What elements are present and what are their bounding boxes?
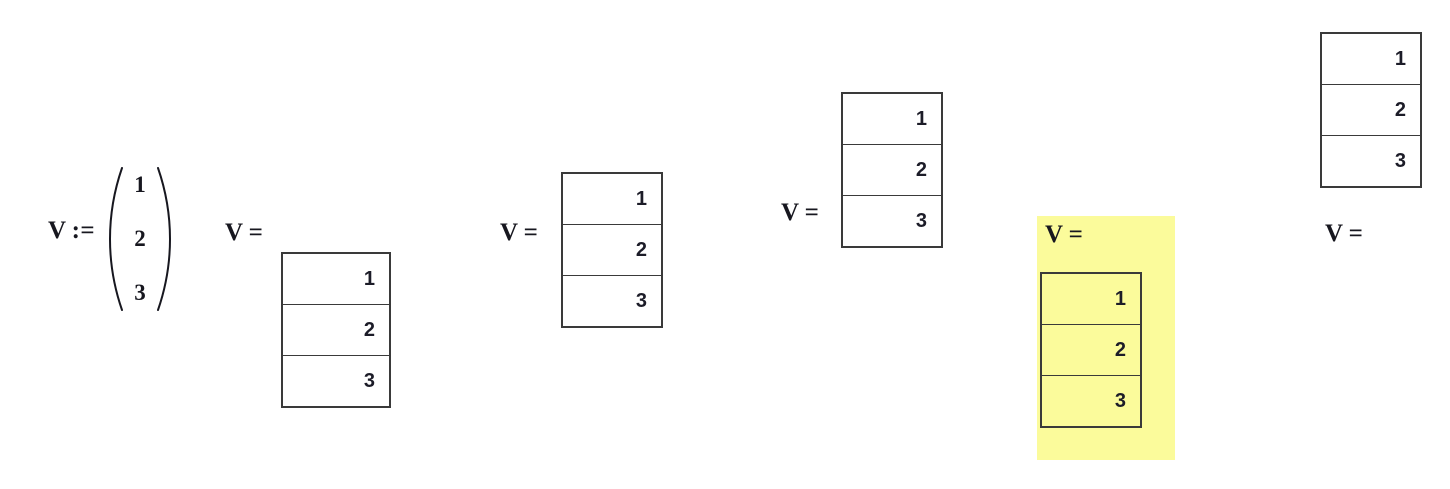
matrix-cell[interactable]: 3 <box>281 355 391 408</box>
table-row[interactable]: 2 <box>1040 324 1142 376</box>
matrix-cell[interactable]: 1 <box>1320 32 1422 85</box>
result-matrix-1[interactable]: 1 2 3 <box>281 252 391 408</box>
matrix-cell[interactable]: 1 <box>281 252 391 305</box>
table-row[interactable]: 1 <box>561 172 663 225</box>
equals-operator: = <box>804 199 820 226</box>
equals-operator: = <box>1348 220 1364 247</box>
matrix-cell[interactable]: 3 <box>561 275 663 328</box>
matrix-cell[interactable]: 3 <box>1320 135 1422 188</box>
table-row[interactable]: 2 <box>561 224 663 276</box>
variable-name: V <box>48 217 67 244</box>
vector-value: 2 <box>134 226 146 251</box>
variable-name: V <box>1325 220 1344 247</box>
vector-value: 3 <box>134 280 146 305</box>
column-vector[interactable]: 1 2 3 <box>108 166 172 312</box>
result-label: V= <box>500 219 538 246</box>
expression-result-1-label[interactable]: V= <box>225 220 263 245</box>
result-matrix-3[interactable]: 1 2 3 <box>841 92 943 248</box>
matrix-cell[interactable]: 3 <box>841 195 943 248</box>
result-matrix-2[interactable]: 1 2 3 <box>561 172 663 328</box>
definition-label: V:= <box>48 217 95 244</box>
matrix-cell[interactable]: 2 <box>841 144 943 196</box>
matrix-cell[interactable]: 2 <box>1320 84 1422 136</box>
table-row[interactable]: 3 <box>1320 135 1422 188</box>
result-matrix-5[interactable]: 1 2 3 <box>1320 32 1422 188</box>
equals-operator: = <box>523 219 539 246</box>
equals-operator: = <box>1068 221 1084 248</box>
left-parenthesis-icon <box>108 166 124 312</box>
table-row[interactable]: 1 <box>1040 272 1142 325</box>
variable-name: V <box>1045 221 1064 248</box>
table-row[interactable]: 3 <box>561 275 663 328</box>
table-row[interactable]: 3 <box>281 355 391 408</box>
right-parenthesis-icon <box>156 166 172 312</box>
matrix-cell[interactable]: 1 <box>561 172 663 225</box>
table-row[interactable]: 3 <box>841 195 943 248</box>
vector-values: 1 2 3 <box>124 166 156 312</box>
table-row[interactable]: 2 <box>1320 84 1422 136</box>
matrix-cell[interactable]: 1 <box>841 92 943 145</box>
result-matrix-4[interactable]: 1 2 3 <box>1040 272 1142 428</box>
matrix-cell[interactable]: 2 <box>561 224 663 276</box>
expression-result-3-label[interactable]: V= <box>781 200 819 225</box>
result-label: V= <box>781 199 819 226</box>
equals-operator: = <box>248 219 264 246</box>
expression-result-2-label[interactable]: V= <box>500 220 538 245</box>
table-row[interactable]: 3 <box>1040 375 1142 428</box>
vector-value: 1 <box>134 172 146 197</box>
matrix-cell[interactable]: 3 <box>1040 375 1142 428</box>
result-label: V= <box>1325 220 1363 247</box>
variable-name: V <box>781 199 800 226</box>
variable-name: V <box>500 219 519 246</box>
result-label: V= <box>1045 222 1083 247</box>
matrix-cell[interactable]: 2 <box>1040 324 1142 376</box>
table-row[interactable]: 2 <box>281 304 391 356</box>
assign-operator: := <box>71 217 96 244</box>
table-row[interactable]: 1 <box>281 252 391 305</box>
result-label: V= <box>225 219 263 246</box>
matrix-cell[interactable]: 1 <box>1040 272 1142 325</box>
table-row[interactable]: 1 <box>841 92 943 145</box>
highlighted-expression-region[interactable]: V= 1 2 3 <box>1037 216 1175 460</box>
expression-definition-label[interactable]: V:= <box>48 218 95 243</box>
table-row[interactable]: 2 <box>841 144 943 196</box>
matrix-cell[interactable]: 2 <box>281 304 391 356</box>
variable-name: V <box>225 219 244 246</box>
table-row[interactable]: 1 <box>1320 32 1422 85</box>
expression-result-5-label[interactable]: V= <box>1325 221 1363 246</box>
